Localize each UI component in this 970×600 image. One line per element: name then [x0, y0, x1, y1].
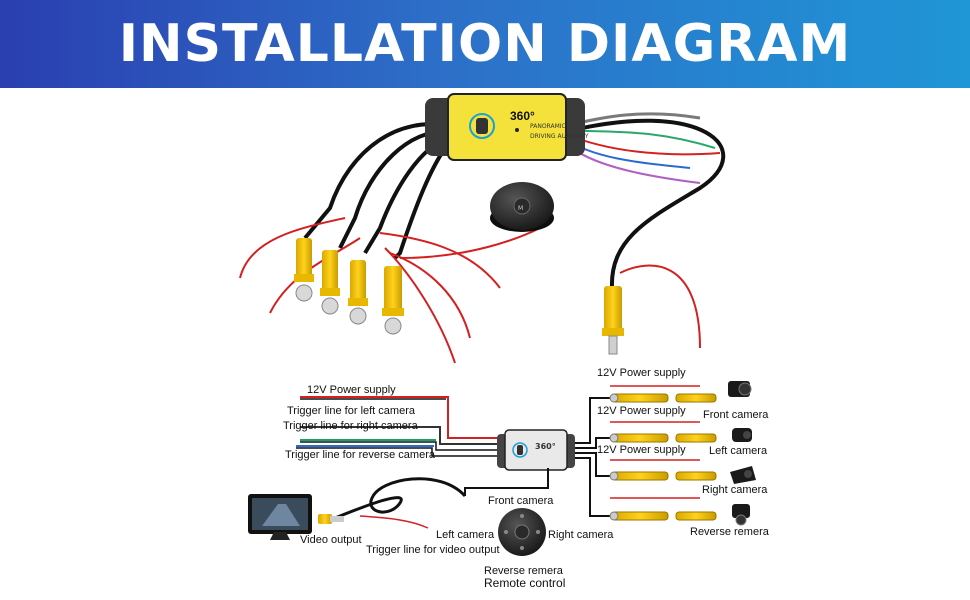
input-label-right-trigger: Trigger line for right camera	[283, 420, 419, 432]
camera-power-left: 12V Power supply	[597, 405, 686, 417]
remote-label-reverse: Reverse remera	[484, 565, 564, 577]
monitor-label: Video output	[300, 534, 362, 546]
monitor: Video output	[248, 494, 362, 546]
remote-control: Front camera Left camera Right camera Tr…	[366, 495, 614, 590]
device-subtitle-1: PANORAMIC	[530, 123, 566, 130]
device-subtitle-2: DRIVING AUXILIARY	[530, 133, 589, 140]
remote-knob: M	[490, 182, 554, 232]
header-banner	[0, 0, 970, 88]
camera-name-left: Left camera	[709, 445, 768, 457]
camera-name-front: Front camera	[703, 409, 769, 421]
input-label-reverse-trigger: Trigger line for reverse camera	[285, 449, 436, 461]
page-title: INSTALLATION DIAGRAM	[118, 14, 852, 74]
remote-label-left: Left camera	[436, 529, 495, 541]
camera-row-right: 12V Power supply Right camera	[597, 444, 768, 496]
rca-connector-3	[348, 260, 368, 325]
rca-connector-1	[294, 238, 314, 302]
input-label-left-trigger: Trigger line for left camera	[287, 405, 416, 417]
remote-caption: Remote control	[484, 576, 565, 590]
rca-connector-2	[320, 250, 340, 315]
camera-row-reverse: Reverse remera	[609, 497, 770, 538]
input-label-power: 12V Power supply	[307, 384, 396, 396]
remote-knob-label: M	[518, 205, 523, 212]
product-photo: 360° PANORAMIC DRIVING AUXILIARY M	[239, 93, 726, 364]
left-input-labels: 12V Power supply Trigger line for left c…	[283, 384, 436, 461]
camera-row-front: 12V Power supply Front camera	[597, 367, 769, 421]
control-module: 360° PANORAMIC DRIVING AUXILIARY	[425, 93, 589, 161]
installation-diagram: 360° PANORAMIC DRIVING AUXILIARY M 12V P…	[239, 93, 770, 590]
schematic-module: 360°	[497, 429, 575, 471]
rca-connector-4	[382, 266, 404, 335]
camera-row-left: 12V Power supply Left camera	[597, 405, 768, 457]
rca-connector-video	[602, 286, 624, 355]
wiring-schematic: 12V Power supply Trigger line for left c…	[248, 367, 770, 590]
device-logo: 360°	[510, 109, 535, 123]
schematic-module-logo: 360°	[535, 442, 556, 451]
remote-label-front: Front camera	[488, 495, 554, 507]
camera-name-right: Right camera	[702, 484, 768, 496]
video-trigger-label: Trigger line for video output	[366, 544, 500, 556]
camera-power-right: 12V Power supply	[597, 444, 686, 456]
camera-name-reverse: Reverse remera	[690, 526, 770, 538]
remote-label-right: Right camera	[548, 529, 614, 541]
camera-power-front: 12V Power supply	[597, 367, 686, 379]
